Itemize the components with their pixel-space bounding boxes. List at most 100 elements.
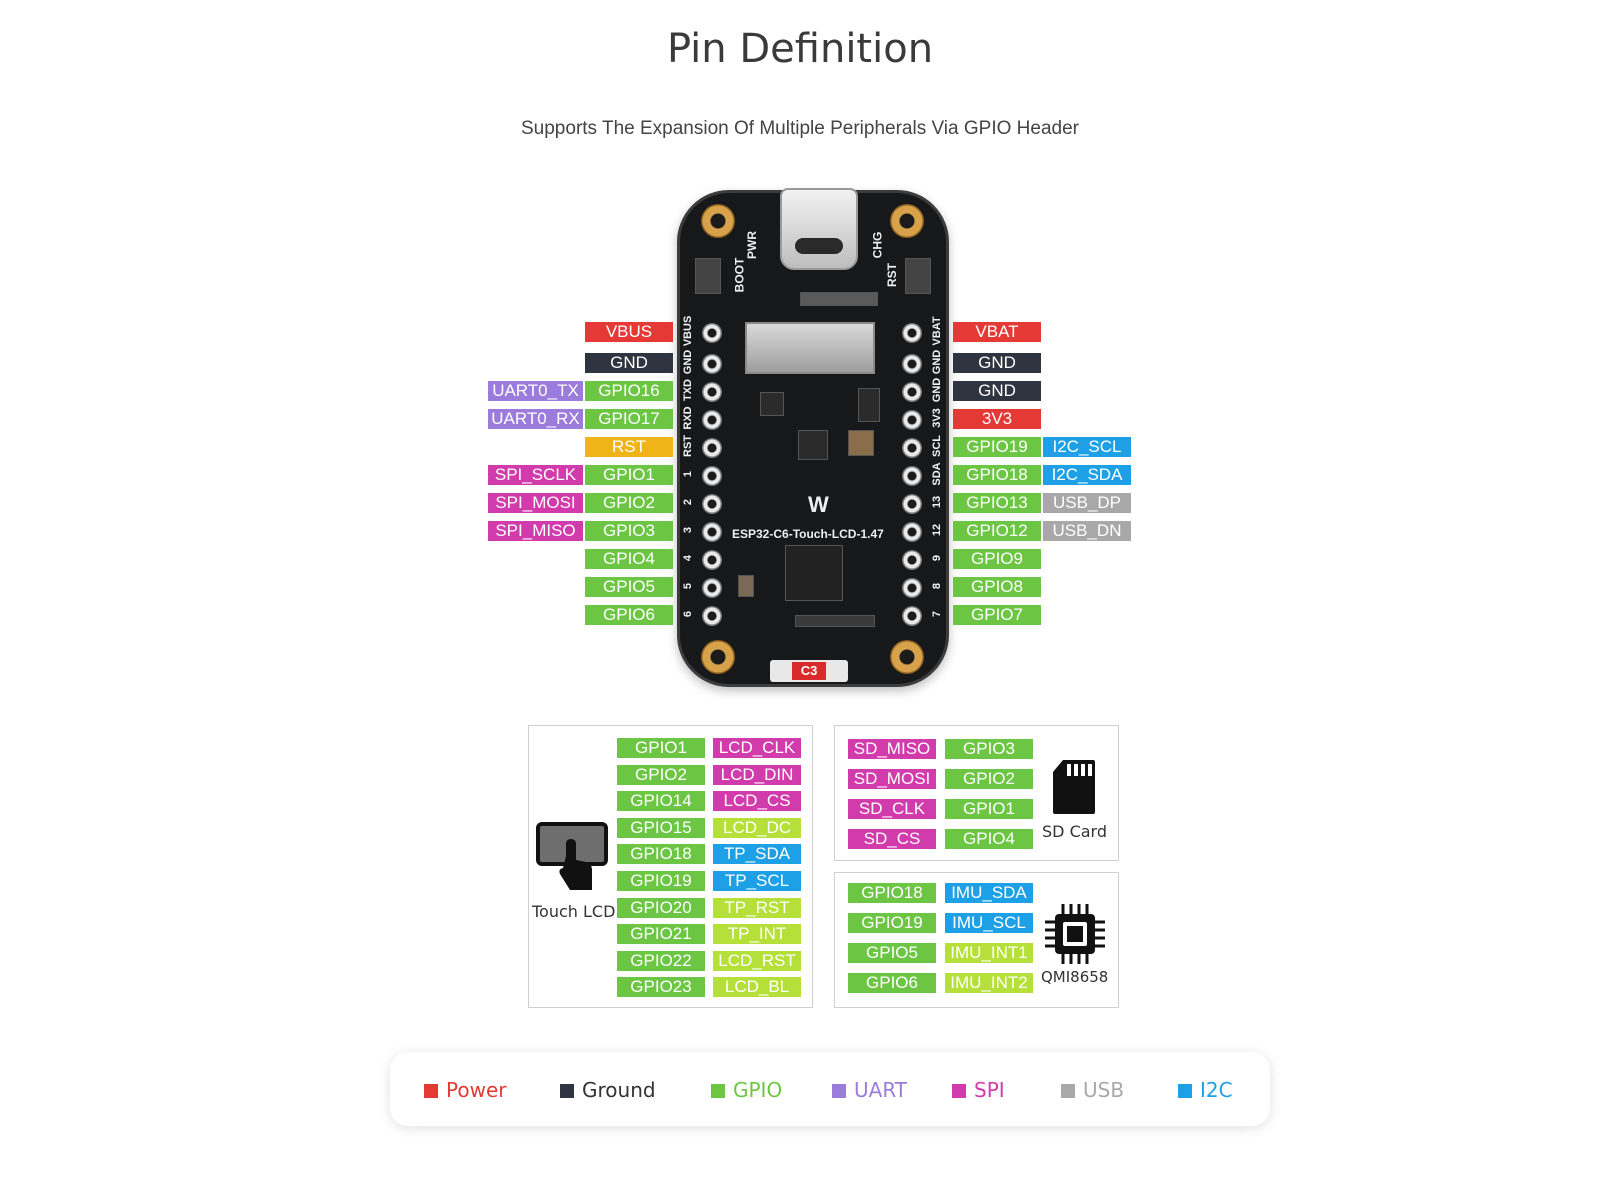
- legend-item-ground: Ground: [560, 1078, 656, 1102]
- buzzer-icon: [848, 430, 874, 456]
- pin-hole-icon: [702, 354, 722, 374]
- lcd-func-lcd-dc: LCD_DC: [713, 817, 801, 838]
- lcd-func-lcd-cs: LCD_CS: [713, 791, 801, 812]
- silk-boot: BOOT: [732, 257, 747, 293]
- waveshare-logo-icon: W: [808, 492, 829, 517]
- legend-panel: [390, 1052, 1270, 1126]
- lcd-gpio-gpio14: GPIO14: [617, 791, 705, 812]
- left-pin-gpio17: GPIO17: [585, 409, 673, 429]
- silk-chg: CHG: [870, 231, 885, 259]
- imu-gpio-gpio18: GPIO18: [848, 883, 936, 903]
- pin-hole-icon: [702, 323, 722, 343]
- left-func-spi-miso: SPI_MISO: [488, 521, 583, 541]
- legend-item-i2c: I2C: [1178, 1078, 1233, 1102]
- pin-hole-icon: [902, 438, 922, 458]
- pin-hole-icon: [702, 606, 722, 626]
- lcd-gpio-gpio22: GPIO22: [617, 950, 705, 971]
- component-icon: [760, 392, 784, 416]
- pin-hole-icon: [902, 494, 922, 514]
- left-pin-gnd: GND: [585, 353, 673, 373]
- reset-button-icon: [905, 258, 931, 294]
- silk-right-pin: 7: [931, 610, 943, 618]
- left-pin-rst: RST: [585, 437, 673, 457]
- lcd-func-tp-rst: TP_RST: [713, 897, 801, 918]
- usb-c-port-icon: [795, 238, 843, 254]
- chip-icon: [1045, 904, 1105, 964]
- pin-hole-icon: [702, 578, 722, 598]
- mounting-hole-icon: [701, 640, 735, 674]
- imu-label: QMI8658: [1041, 968, 1109, 986]
- pin-hole-icon: [902, 578, 922, 598]
- legend-label: UART: [854, 1078, 907, 1102]
- left-pin-gpio1: GPIO1: [585, 465, 673, 485]
- legend-swatch: [1178, 1084, 1192, 1098]
- right-pin-gpio19: GPIO19: [953, 437, 1041, 457]
- imu-gpio-gpio6: GPIO6: [848, 973, 936, 993]
- right-func-i2c-scl: I2C_SCL: [1043, 437, 1131, 457]
- legend-swatch: [711, 1084, 725, 1098]
- pin-hole-icon: [702, 382, 722, 402]
- legend-label: Power: [446, 1078, 507, 1102]
- left-func-spi-sclk: SPI_SCLK: [488, 465, 583, 485]
- lcd-func-tp-scl: TP_SCL: [713, 871, 801, 891]
- pin-hole-icon: [702, 550, 722, 570]
- legend-swatch: [832, 1084, 846, 1098]
- esp32-c6-chip-icon: [785, 545, 843, 601]
- left-func-spi-mosi: SPI_MOSI: [488, 493, 583, 513]
- pin-hole-icon: [702, 522, 722, 542]
- crystal-icon: [738, 575, 754, 597]
- lcd-gpio-gpio23: GPIO23: [617, 977, 705, 998]
- lcd-gpio-gpio2: GPIO2: [617, 764, 705, 785]
- legend-swatch: [1061, 1084, 1075, 1098]
- left-pin-gpio2: GPIO2: [585, 493, 673, 513]
- legend-item-gpio: GPIO: [711, 1078, 782, 1102]
- sd-func-sd-mosi: SD_MOSI: [848, 769, 936, 789]
- regulator-icon: [858, 388, 880, 422]
- right-pin-gpio9: GPIO9: [953, 549, 1041, 569]
- right-pin-vbat: VBAT: [953, 322, 1041, 342]
- legend-swatch: [560, 1084, 574, 1098]
- silk-right-pin: VBAT: [931, 316, 943, 346]
- touch-screen-icon: [536, 822, 608, 890]
- boot-button-icon: [695, 258, 721, 294]
- chip-badge: C3: [792, 662, 826, 680]
- sd-gpio-gpio3: GPIO3: [945, 739, 1033, 759]
- lcd-func-tp-sda: TP_SDA: [713, 844, 801, 865]
- imu-func-imu-scl: IMU_SCL: [945, 913, 1033, 933]
- right-func-usb-dn: USB_DN: [1043, 521, 1131, 541]
- right-func-usb-dp: USB_DP: [1043, 493, 1131, 513]
- left-pin-gpio5: GPIO5: [585, 577, 673, 597]
- imu-func-imu-sda: IMU_SDA: [945, 883, 1033, 903]
- touch-lcd-label: Touch LCD: [532, 902, 616, 921]
- sd-func-sd-miso: SD_MISO: [848, 739, 936, 759]
- pin-hole-icon: [902, 323, 922, 343]
- mounting-hole-icon: [890, 640, 924, 674]
- left-pin-gpio16: GPIO16: [585, 381, 673, 401]
- lcd-gpio-gpio18: GPIO18: [617, 844, 705, 865]
- left-pin-gpio3: GPIO3: [585, 521, 673, 541]
- imu-chip-icon: [798, 430, 828, 460]
- left-pin-gpio6: GPIO6: [585, 605, 673, 625]
- legend-swatch: [952, 1084, 966, 1098]
- sd-card-label: SD Card: [1042, 822, 1107, 841]
- legend-item-spi: SPI: [952, 1078, 1005, 1102]
- pin-hole-icon: [702, 438, 722, 458]
- lcd-func-tp-int: TP_INT: [713, 924, 801, 945]
- legend-label: I2C: [1200, 1078, 1233, 1102]
- legend-swatch: [424, 1084, 438, 1098]
- right-pin-gnd: GND: [953, 353, 1041, 373]
- sd-func-sd-clk: SD_CLK: [848, 799, 936, 819]
- sd-gpio-gpio2: GPIO2: [945, 769, 1033, 789]
- lcd-func-lcd-bl: LCD_BL: [713, 977, 801, 998]
- left-func-uart0-tx: UART0_TX: [488, 381, 583, 401]
- right-pin-gpio8: GPIO8: [953, 577, 1041, 597]
- lcd-gpio-gpio1: GPIO1: [617, 738, 705, 758]
- legend-label: Ground: [582, 1078, 656, 1102]
- component-row-icon: [795, 615, 875, 627]
- pin-hole-icon: [702, 494, 722, 514]
- legend-item-uart: UART: [832, 1078, 907, 1102]
- pin-hole-icon: [702, 466, 722, 486]
- silk-left-pin: VBUS: [682, 315, 694, 347]
- usb-c-connector-icon: [780, 188, 858, 270]
- pin-hole-icon: [902, 550, 922, 570]
